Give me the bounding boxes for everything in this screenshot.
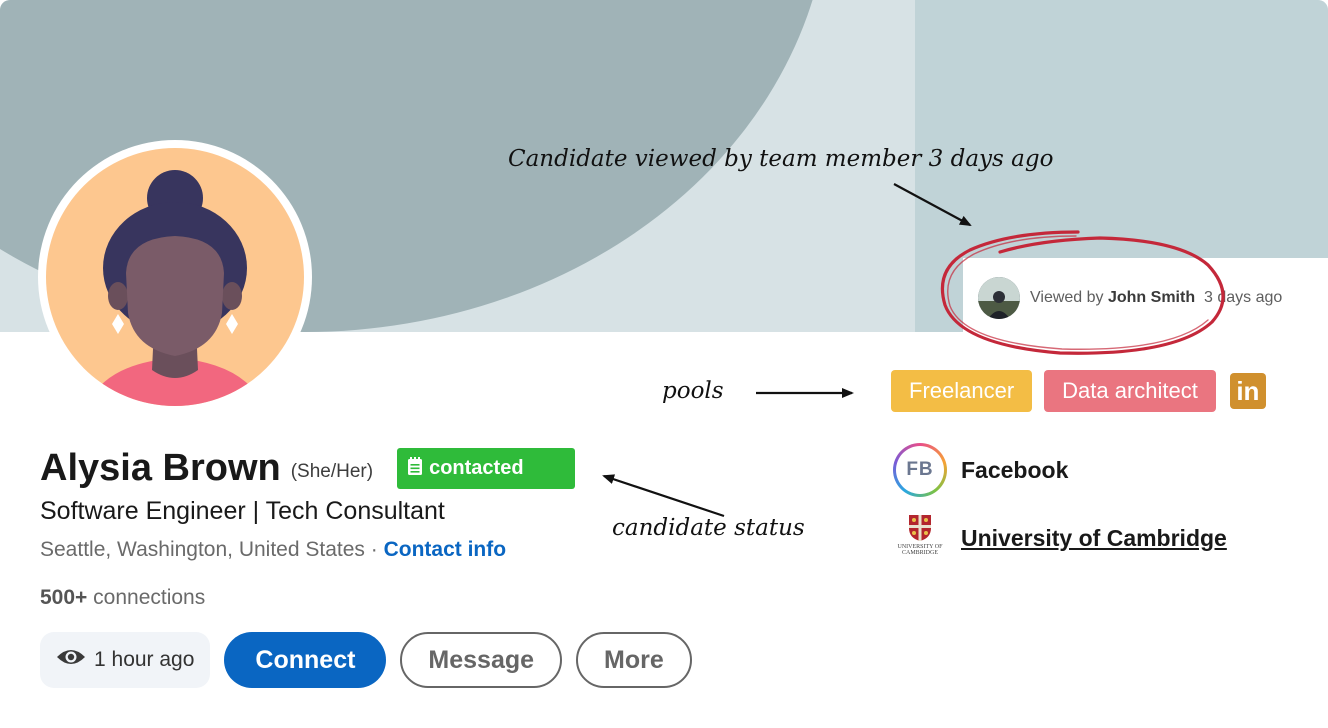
status-label: contacted	[429, 457, 524, 479]
last-active-chip: 1 hour ago	[40, 632, 211, 688]
eye-icon	[56, 647, 86, 673]
viewed-time: 3 days ago	[1203, 289, 1283, 306]
candidate-name: Alysia Brown	[40, 447, 281, 489]
annotation-viewed: Candidate viewed by team member 3 days a…	[508, 146, 1054, 172]
avatar-illustration	[46, 148, 304, 406]
pool-tag-freelancer[interactable]: Freelancer	[891, 370, 1033, 412]
viewed-by-chip[interactable]: Viewed by John Smith 3 days ago	[978, 276, 1282, 320]
candidate-pronouns: (She/Her)	[290, 460, 374, 482]
candidate-headline: Software Engineer | Tech Consultant	[40, 497, 445, 525]
contact-info-link[interactable]: Contact info	[383, 538, 507, 561]
last-active-text: 1 hour ago	[94, 648, 195, 671]
name-row: Alysia Brown (She/Her) contacted	[40, 447, 576, 490]
annotation-pools: pools	[662, 378, 724, 404]
connections-count[interactable]: 500+ connections	[40, 586, 206, 609]
company-name-facebook: Facebook	[961, 456, 1069, 483]
more-button[interactable]: More	[576, 632, 692, 688]
arrow-to-status	[602, 474, 725, 518]
location-row: Seattle, Washington, United States · Con…	[40, 538, 506, 562]
company-row-facebook[interactable]: FB Facebook	[893, 443, 1068, 497]
viewer-name[interactable]: John Smith	[1107, 289, 1196, 306]
message-button[interactable]: Message	[400, 632, 563, 688]
connect-button[interactable]: Connect	[224, 632, 387, 688]
candidate-location: Seattle, Washington, United States	[40, 538, 365, 561]
pool-tag-data-architect[interactable]: Data architect	[1044, 370, 1216, 412]
action-bar: 1 hour ago Connect Message More	[40, 632, 692, 688]
profile-avatar[interactable]	[38, 140, 312, 414]
viewed-prefix: Viewed by	[1030, 289, 1104, 306]
facebook-logo-icon: FB	[893, 443, 947, 497]
candidate-status-badge[interactable]: contacted	[397, 448, 576, 489]
linkedin-icon[interactable]: in	[1229, 373, 1266, 409]
cambridge-crest-icon: UNIVERSITY OF CAMBRIDGE	[893, 514, 947, 562]
notepad-icon	[407, 456, 423, 482]
pool-tags: Freelancer Data architect in	[891, 370, 1266, 412]
viewer-avatar	[978, 277, 1020, 319]
separator-dot: ·	[370, 538, 378, 561]
annotation-status: candidate status	[612, 515, 805, 541]
company-row-cambridge[interactable]: UNIVERSITY OF CAMBRIDGE University of Ca…	[893, 514, 1227, 562]
company-name-cambridge[interactable]: University of Cambridge	[961, 524, 1227, 551]
